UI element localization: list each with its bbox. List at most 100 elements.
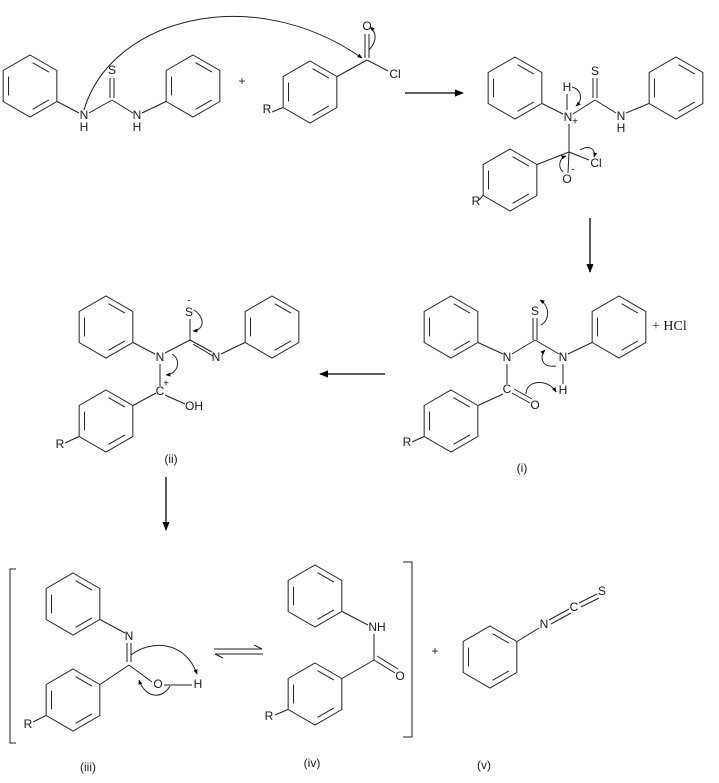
- ring-double-bond: [512, 193, 530, 204]
- bond: [192, 343, 214, 357]
- bond: [141, 101, 167, 114]
- ring-double-bond: [317, 707, 335, 718]
- ring-outline: [287, 564, 343, 628]
- ring-outline: [78, 295, 134, 359]
- bond: [511, 392, 531, 404]
- atom-n: N: [80, 108, 89, 122]
- ring-double-bond: [274, 303, 292, 314]
- ring-double-bond: [621, 303, 639, 314]
- ring-outline: [648, 56, 704, 120]
- ring-outline: [45, 668, 101, 732]
- atom-cl: Cl: [590, 156, 601, 170]
- atom-c: C: [156, 384, 165, 398]
- benzene-ring: [591, 295, 647, 359]
- product-v-phenyl-isothiocyanate: N C S (v): [477, 584, 606, 772]
- ring-double-bond: [453, 434, 471, 445]
- charge-plus: +: [572, 117, 578, 128]
- atom-r: R: [472, 194, 481, 208]
- ring-double-bond: [195, 62, 213, 73]
- bond: [578, 593, 598, 604]
- diphenylthiourea: S N H N H: [80, 63, 142, 134]
- benzene-ring: [78, 389, 134, 453]
- atom-s: S: [108, 63, 116, 77]
- curved-arrow-ccl: [579, 147, 598, 158]
- atom-s: S: [591, 64, 599, 78]
- ring-double-bond: [517, 101, 535, 112]
- benzene-ring: [482, 148, 538, 212]
- ring-double-bond: [621, 340, 639, 351]
- plus-sign: +: [431, 644, 438, 658]
- benzene-ring: [423, 295, 479, 359]
- bond: [536, 151, 570, 165]
- charge-minus: -: [571, 165, 574, 176]
- bond: [164, 394, 186, 405]
- ring-outline: [423, 295, 479, 359]
- bond: [132, 342, 156, 355]
- atom-n: N: [125, 629, 134, 643]
- ring-double-bond: [75, 580, 93, 591]
- bond: [541, 103, 564, 115]
- ring-outline: [244, 295, 300, 359]
- ring-double-bond: [317, 572, 335, 583]
- benzene-ring: [2, 54, 58, 118]
- benzene-ring: [45, 572, 101, 636]
- ring-double-bond: [453, 340, 471, 351]
- ring-outline: [482, 148, 538, 212]
- bond: [56, 101, 80, 114]
- atom-h: H: [559, 383, 568, 397]
- bond: [411, 436, 425, 443]
- curved-arrow-oh: [525, 382, 557, 395]
- atom-n: N: [617, 109, 626, 123]
- ring-double-bond: [108, 340, 126, 351]
- benzene-ring: [165, 54, 221, 118]
- right-bracket: [403, 561, 413, 738]
- bond: [567, 342, 593, 355]
- ring-outline: [165, 54, 221, 118]
- curved-arrow-nh-shift: [130, 644, 198, 675]
- bond: [189, 339, 213, 353]
- curved-arrow-co: [368, 26, 376, 51]
- plus-sign: +: [238, 74, 245, 88]
- bond: [511, 339, 536, 355]
- atom-r: R: [263, 102, 272, 116]
- aromatic-rings: [2, 54, 704, 732]
- equilibrium-reverse: [214, 653, 263, 659]
- ring-double-bond: [108, 397, 126, 408]
- benzene-ring: [282, 60, 338, 124]
- ring-double-bond: [108, 434, 126, 445]
- ring-double-bond: [453, 397, 471, 408]
- bond: [373, 659, 396, 674]
- curved-electron-arrows: [83, 16, 598, 696]
- atom-n: N: [212, 350, 221, 364]
- atom-h: H: [80, 120, 89, 134]
- ring-double-bond: [492, 633, 510, 644]
- caption-iv: (iv): [304, 756, 321, 770]
- curved-arrow-oc: [559, 155, 567, 173]
- bond: [580, 597, 600, 608]
- bond: [550, 612, 572, 625]
- bond: [336, 59, 368, 77]
- bond: [99, 619, 126, 634]
- bond: [64, 436, 80, 444]
- bond: [341, 611, 369, 626]
- bond: [220, 342, 246, 355]
- bond: [568, 151, 590, 161]
- atom-h: H: [563, 80, 572, 94]
- bond: [513, 388, 533, 400]
- tetrahedral-intermediate: H N + S N H Cl O - R: [472, 64, 626, 208]
- atom-n: N: [564, 110, 573, 124]
- atom-o: O: [562, 172, 571, 186]
- ring-double-bond: [453, 303, 471, 314]
- reaction-arrows: [162, 89, 594, 659]
- curved-arrow-s: [192, 309, 203, 333]
- ring-outline: [462, 625, 518, 689]
- atom-s: S: [185, 305, 193, 319]
- ring-outline: [282, 60, 338, 124]
- ring-outline: [78, 389, 134, 453]
- ring-double-bond: [75, 713, 93, 724]
- atom-r: R: [403, 435, 412, 449]
- benzene-ring: [487, 56, 543, 120]
- bond: [88, 99, 113, 114]
- charge-plus: +: [163, 379, 169, 390]
